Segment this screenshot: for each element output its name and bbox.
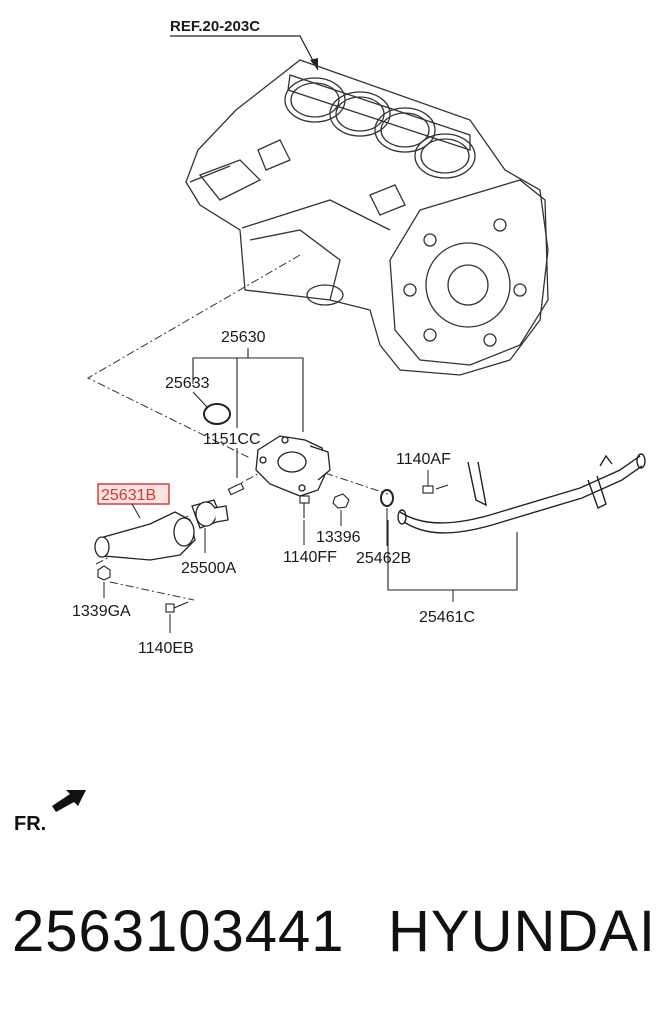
thermostat-housing (255, 435, 331, 497)
callout-25631B-highlight[interactable] (97, 483, 170, 505)
o-ring-25633 (203, 403, 231, 425)
callout-25631B[interactable]: 25631B (101, 487, 156, 504)
leader-25633 (192, 391, 209, 409)
callout-1140AF: 1140AF (396, 451, 451, 468)
nut-13396 (332, 493, 350, 509)
parts-diagram: REF.20-203C (14, 18, 646, 835)
pin-1151CC (227, 482, 245, 496)
brand-name: HYUNDAI (388, 899, 657, 964)
front-arrow-icon (52, 790, 86, 812)
leader-25631B (131, 503, 141, 519)
reference-arrow (310, 58, 318, 70)
footer (0, 850, 659, 1017)
gasket-25462B (380, 489, 394, 507)
callout-1140EB: 1140EB (138, 640, 194, 657)
nut-1339GA (97, 565, 111, 581)
bolt-1140AF (422, 484, 449, 494)
callout-25461C: 25461C (419, 609, 475, 626)
engine-block (185, 59, 549, 376)
reference-leader (170, 35, 319, 71)
water-outlet-fitting-25631B (94, 511, 196, 561)
callout-25462B: 25462B (356, 550, 411, 567)
part-number: 2563103441 (12, 899, 345, 964)
callout-1140FF: 1140FF (283, 549, 337, 566)
callout-13396: 13396 (316, 529, 361, 546)
water-pipe-25461C (397, 453, 646, 534)
callout-1339GA: 1339GA (72, 603, 131, 620)
thermostat-25500A (191, 499, 229, 529)
front-marker-label: FR. (14, 813, 46, 835)
callout-25633: 25633 (165, 375, 210, 392)
callout-25630: 25630 (221, 329, 266, 346)
callout-25500A: 25500A (181, 560, 236, 577)
bolt-1140EB (165, 601, 189, 613)
bracket-25630 (192, 348, 304, 478)
reference-label: REF.20-203C (170, 18, 260, 35)
callout-1151CC: 1151CC (203, 431, 261, 448)
bolt-1140FF (299, 495, 310, 518)
